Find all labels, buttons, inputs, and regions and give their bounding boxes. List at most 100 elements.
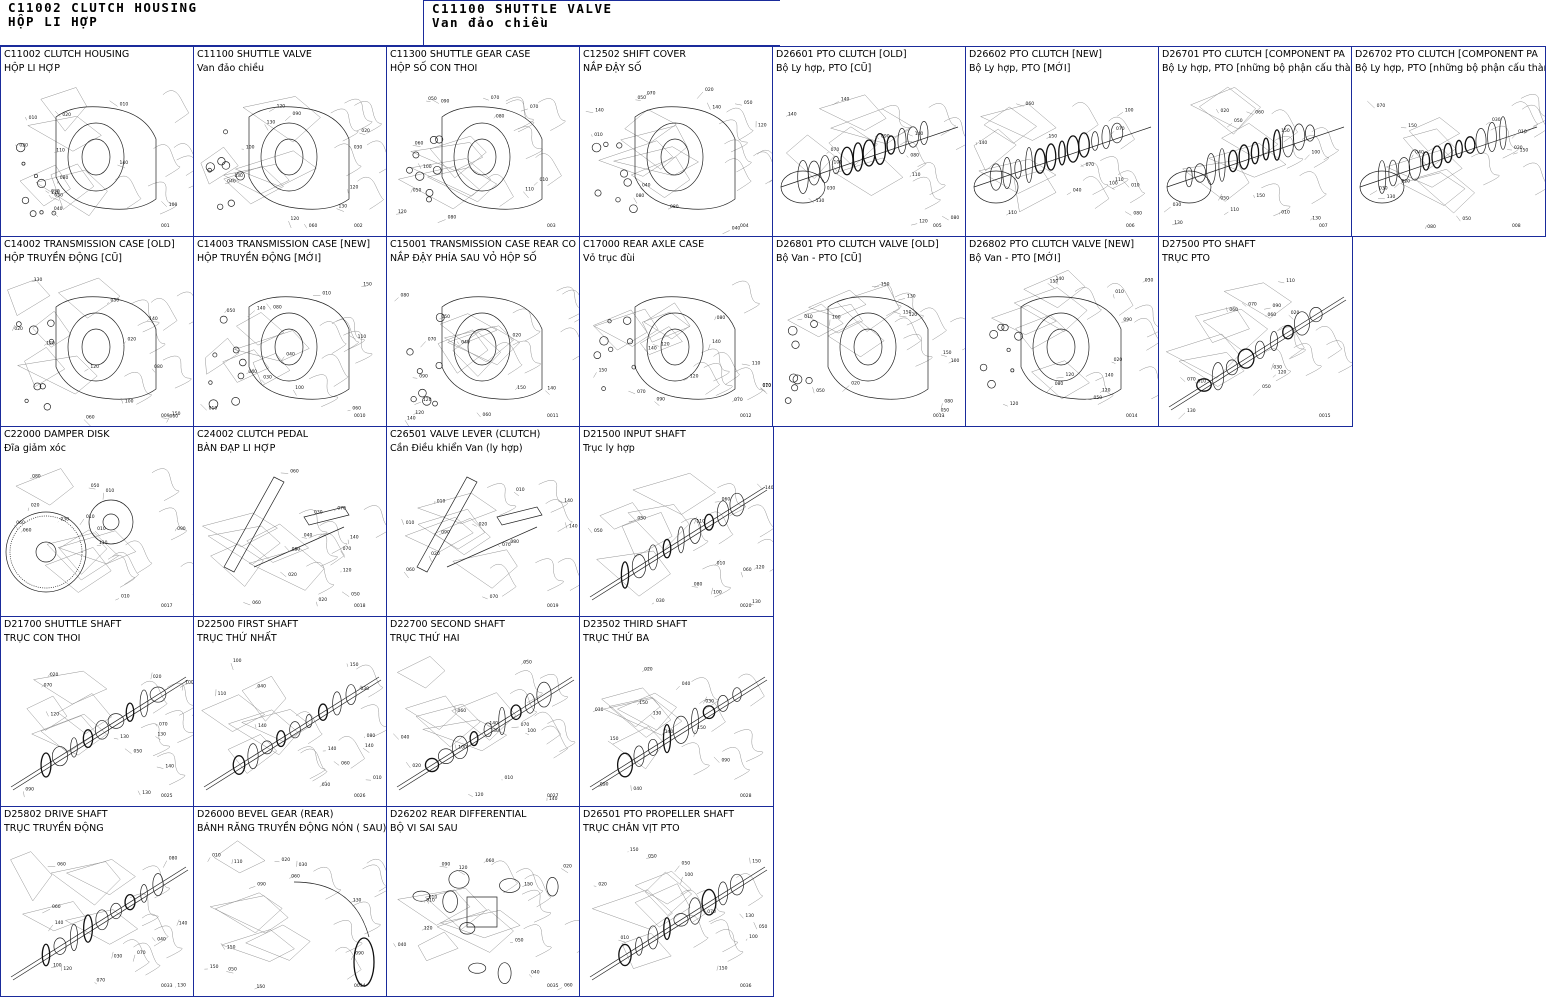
svg-text:050: 050 (594, 528, 603, 534)
svg-text:030: 030 (114, 953, 123, 959)
svg-text:080: 080 (670, 204, 679, 210)
svg-text:090: 090 (293, 111, 302, 117)
svg-text:140: 140 (765, 485, 773, 491)
part-name: TRỤC PTO (1162, 253, 1210, 265)
svg-text:040: 040 (157, 936, 166, 942)
svg-text:080: 080 (717, 315, 726, 321)
part-diagram-tile[interactable]: C14003 TRANSMISSION CASE [NEW]HỘP TRUYỀN… (193, 236, 388, 427)
svg-text:040: 040 (304, 533, 313, 539)
svg-text:130: 130 (157, 731, 166, 737)
svg-text:110: 110 (218, 691, 227, 697)
part-diagram-tile[interactable]: D26801 PTO CLUTCH VALVE [OLD]Bộ Van - PT… (772, 236, 967, 427)
svg-text:080: 080 (32, 473, 41, 479)
svg-text:130: 130 (353, 897, 362, 903)
svg-text:050: 050 (1262, 384, 1271, 390)
part-diagram-tile[interactable]: D26000 BEVEL GEAR (REAR)BÁNH RĂNG TRUYỀN… (193, 806, 388, 997)
svg-text:140: 140 (915, 131, 924, 137)
svg-text:020: 020 (563, 863, 572, 869)
part-diagram-tile[interactable]: D26602 PTO CLUTCH [NEW]Bộ Ly hợp, PTO [M… (965, 46, 1160, 237)
svg-text:010: 010 (437, 499, 446, 505)
svg-text:150: 150 (363, 282, 372, 288)
svg-text:140: 140 (257, 305, 266, 311)
part-diagram-tile[interactable]: D26601 PTO CLUTCH [OLD]Bộ Ly hợp, PTO [C… (772, 46, 967, 237)
page-header: C11002 CLUTCH HOUSING HỘP LI HỢP C11100 … (0, 0, 780, 46)
svg-text:140: 140 (55, 920, 64, 926)
svg-text:070: 070 (44, 682, 53, 688)
svg-text:080: 080 (636, 193, 645, 199)
svg-text:140: 140 (328, 746, 337, 752)
svg-text:140: 140 (365, 743, 374, 749)
svg-text:110: 110 (234, 859, 243, 865)
svg-text:010: 010 (594, 132, 603, 138)
svg-text:090: 090 (257, 881, 266, 887)
part-diagram-tile[interactable]: D26802 PTO CLUTCH VALVE [NEW]Bộ Van - PT… (965, 236, 1160, 427)
part-code: D26501 PTO PROPELLER SHAFT (583, 809, 734, 821)
part-diagram-tile[interactable]: C14002 TRANSMISSION CASE [OLD]HỘP TRUYỀN… (0, 236, 195, 427)
svg-text:040: 040 (461, 339, 470, 345)
part-diagram-tile[interactable]: C26501 VALVE LEVER (CLUTCH)Cần Điều khiể… (386, 426, 581, 617)
svg-text:130: 130 (816, 198, 825, 204)
svg-text:150: 150 (210, 964, 219, 970)
svg-text:070: 070 (637, 389, 646, 395)
svg-text:070: 070 (707, 909, 716, 915)
svg-text:090: 090 (600, 782, 609, 788)
svg-text:120: 120 (350, 184, 359, 190)
svg-text:140: 140 (665, 729, 674, 735)
svg-text:050: 050 (428, 96, 437, 102)
svg-text:020: 020 (479, 521, 488, 527)
svg-text:010: 010 (209, 405, 218, 411)
svg-text:080: 080 (448, 215, 457, 221)
svg-text:030: 030 (1145, 277, 1154, 283)
svg-text:007: 007 (1319, 223, 1328, 229)
svg-text:150: 150 (719, 966, 728, 972)
svg-text:090: 090 (721, 758, 730, 764)
svg-text:150: 150 (524, 882, 533, 888)
svg-text:100: 100 (684, 872, 693, 878)
svg-text:0034: 0034 (354, 983, 366, 989)
svg-text:060: 060 (483, 412, 492, 418)
svg-text:080: 080 (510, 539, 519, 545)
svg-text:010: 010 (373, 775, 382, 781)
svg-text:010: 010 (29, 115, 38, 121)
svg-text:030: 030 (1492, 117, 1501, 123)
svg-text:150: 150 (610, 736, 619, 742)
svg-text:120: 120 (50, 711, 59, 717)
part-code: D27500 PTO SHAFT (1162, 239, 1255, 251)
svg-text:080: 080 (169, 856, 178, 862)
svg-text:080: 080 (694, 582, 703, 588)
svg-text:070: 070 (831, 147, 840, 153)
svg-text:020: 020 (431, 551, 440, 557)
part-code: D23502 THIRD SHAFT (583, 619, 687, 631)
svg-text:010: 010 (762, 383, 771, 389)
svg-text:020: 020 (512, 333, 521, 339)
part-name: Đĩa giảm xóc (4, 443, 66, 455)
svg-text:040: 040 (1073, 187, 1082, 193)
svg-text:100: 100 (458, 744, 467, 750)
svg-text:010: 010 (429, 894, 438, 900)
